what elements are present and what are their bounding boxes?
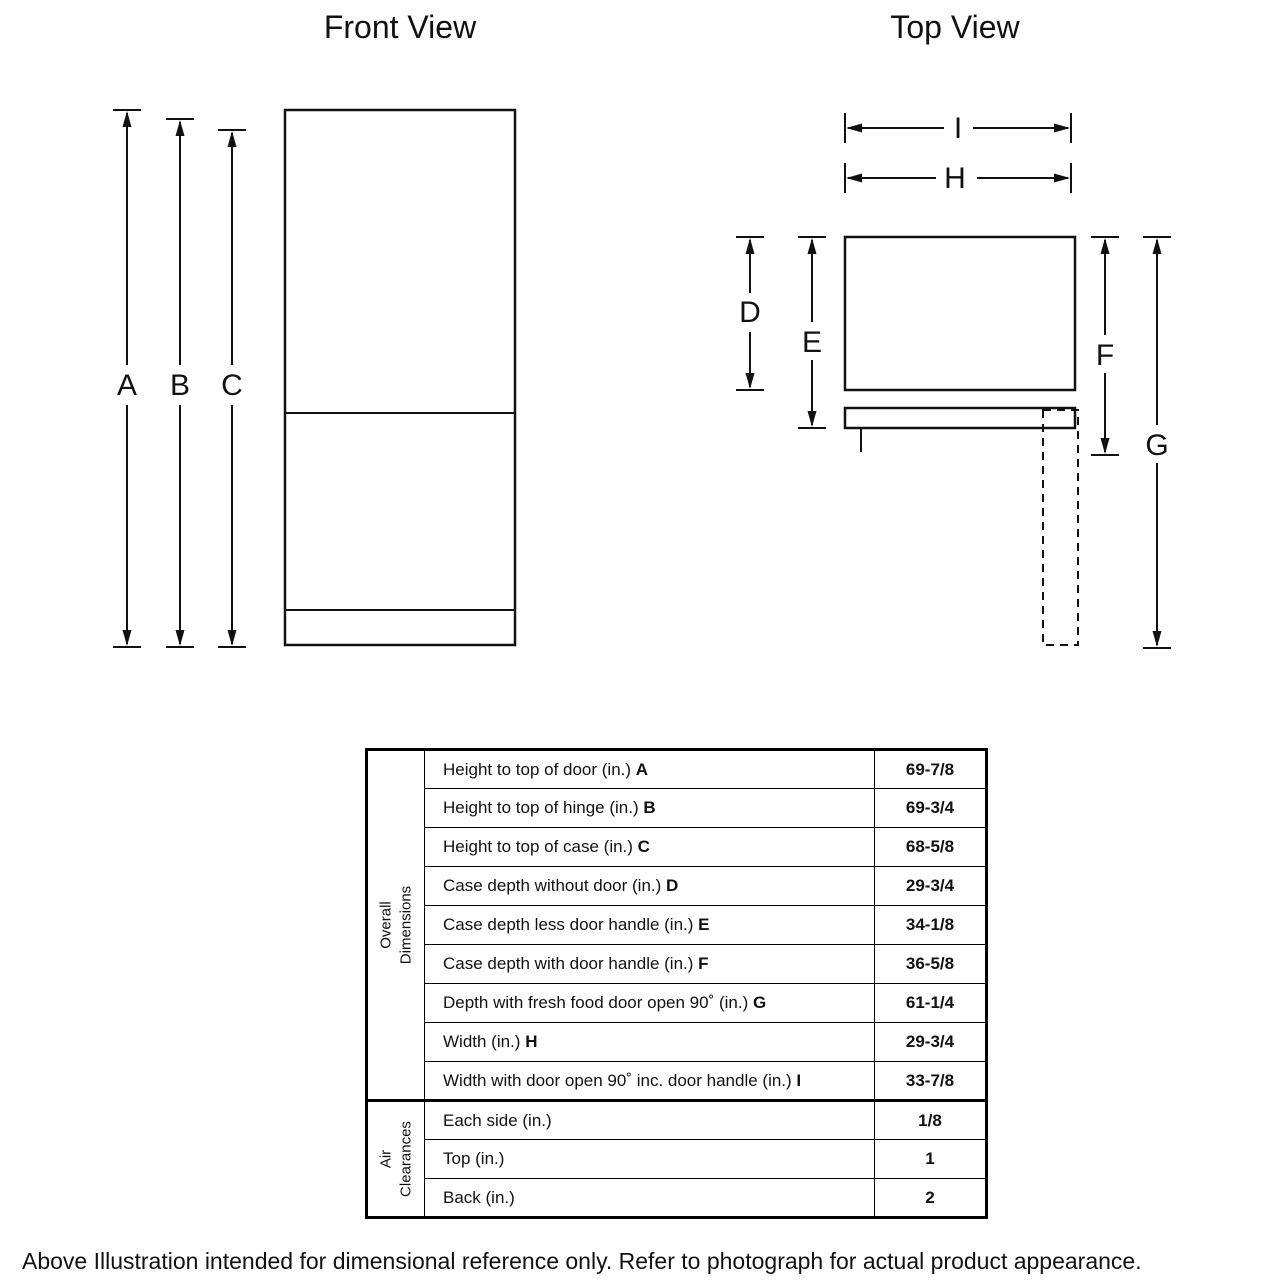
- dimension-label-c: C: [221, 369, 243, 402]
- spec-letter: F: [698, 954, 709, 973]
- table-row: Air Clearances Each side (in.) 1/8: [366, 1099, 987, 1218]
- spec-value: 1: [874, 1139, 987, 1179]
- spec-value: 2: [874, 1178, 987, 1218]
- spec-label: Width (in.) H: [424, 1022, 875, 1062]
- spec-letter: A: [635, 759, 649, 779]
- spec-value: 29-3/4: [874, 866, 987, 906]
- table-row: Case depth without door (in.) D 29-3/4: [367, 866, 987, 906]
- spec-value: 1/8: [874, 1099, 987, 1140]
- table-row: Case depth less door handle (in.) E 34-1…: [367, 905, 987, 945]
- top-view: I H D: [736, 112, 1171, 649]
- spec-label: Case depth without door (in.) D: [424, 866, 875, 906]
- spec-letter: H: [525, 1032, 538, 1051]
- spec-label: Depth with fresh food door open 90˚ (in.…: [424, 983, 875, 1023]
- spec-value: 69-7/8: [874, 749, 987, 789]
- top-view-title: Top View: [890, 9, 1020, 45]
- spec-label-text: Height to top of case (in.): [443, 837, 638, 856]
- dimension-diagram: Front View Top View A: [113, 9, 1171, 649]
- air-clearances-group: Air Clearances Each side (in.) 1/8 Top (…: [366, 1099, 987, 1218]
- spec-label: Back (in.): [424, 1178, 875, 1218]
- spec-label: Case depth less door handle (in.) E: [424, 905, 875, 945]
- spec-label: Height to top of door (in.) A: [424, 749, 875, 789]
- spec-label: Width with door open 90˚ inc. door handl…: [424, 1061, 875, 1101]
- spec-label-text: Case depth less door handle (in.): [443, 915, 699, 934]
- spec-letter: C: [637, 837, 650, 856]
- spec-label: Height to top of case (in.) C: [424, 827, 875, 867]
- dimension-b: B: [166, 118, 194, 648]
- spec-letter: B: [643, 798, 656, 817]
- dimension-c: C: [218, 129, 246, 648]
- dimension-label-a: A: [117, 369, 137, 402]
- footer-note: Above Illustration intended for dimensio…: [22, 1248, 1142, 1274]
- spec-letter: I: [796, 1070, 802, 1090]
- group-label-text: Air Clearances: [377, 1121, 415, 1197]
- dimension-label-d: D: [739, 296, 761, 329]
- table-row: Case depth with door handle (in.) F 36-5…: [367, 944, 987, 984]
- dimension-label-i: I: [954, 112, 962, 145]
- dimension-g: G: [1143, 236, 1171, 649]
- spec-label-text: Depth with fresh food door open 90˚ (in.…: [443, 993, 753, 1012]
- case-top-outline: [843, 235, 1077, 392]
- dimension-i: I: [844, 112, 1072, 145]
- group-label-air-clearances: Air Clearances: [366, 1099, 425, 1218]
- table-row: Width with door open 90˚ inc. door handl…: [367, 1061, 987, 1101]
- table-row: Depth with fresh food door open 90˚ (in.…: [367, 983, 987, 1023]
- dimension-label-e: E: [802, 326, 822, 359]
- dimension-label-h: H: [944, 162, 966, 195]
- spec-label-text: Height to top of door (in.): [443, 759, 636, 779]
- table-row: Back (in.) 2: [367, 1178, 987, 1218]
- table-row: Width (in.) H 29-3/4: [367, 1022, 987, 1062]
- spec-label-text: Case depth without door (in.): [443, 876, 667, 895]
- spec-label-text: Width (in.): [443, 1032, 526, 1051]
- table-row: Height to top of case (in.) C 68-5/8: [367, 827, 987, 867]
- spec-letter: E: [698, 915, 710, 934]
- table-row: Top (in.) 1: [367, 1139, 987, 1179]
- table-row: Overall Dimensions Height to top of door…: [366, 749, 987, 1101]
- spec-label-text: Case depth with door handle (in.): [443, 954, 699, 973]
- spec-label-text: Back (in.): [443, 1187, 515, 1207]
- spec-table: Overall Dimensions Height to top of door…: [365, 748, 988, 1219]
- table-row: Height to top of hinge (in.) B 69-3/4: [367, 788, 987, 828]
- spec-letter: D: [666, 876, 679, 895]
- spec-label-text: Top (in.): [443, 1149, 505, 1168]
- fridge-front-outline: [283, 108, 517, 647]
- dimension-f: F: [1091, 236, 1119, 456]
- spec-letter: G: [752, 993, 767, 1012]
- overall-dimensions-group: Overall Dimensions Height to top of door…: [366, 749, 987, 1101]
- front-view-title: Front View: [324, 9, 477, 45]
- dimension-label-f: F: [1096, 339, 1114, 372]
- door-top-outline: [843, 406, 1077, 430]
- dimension-e: E: [798, 236, 826, 429]
- dimension-a: A: [113, 109, 141, 648]
- spec-value: 68-5/8: [874, 827, 987, 867]
- spec-value: 29-3/4: [874, 1022, 987, 1062]
- door-open-dashed-outline: [1042, 409, 1079, 646]
- spec-label: Top (in.): [424, 1139, 875, 1179]
- group-label-overall-dimensions: Overall Dimensions: [366, 749, 425, 1101]
- spec-label-text: Height to top of hinge (in.): [443, 798, 644, 817]
- dimension-d: D: [736, 236, 764, 391]
- spec-value: 69-3/4: [874, 788, 987, 828]
- dimension-label-g: G: [1145, 429, 1168, 462]
- spec-label: Case depth with door handle (in.) F: [424, 944, 875, 984]
- spec-label-text: Width with door open 90˚ inc. door handl…: [443, 1070, 797, 1090]
- spec-value: 61-1/4: [874, 983, 987, 1023]
- spec-value: 34-1/8: [874, 905, 987, 945]
- dimension-h: H: [844, 162, 1072, 195]
- spec-value: 36-5/8: [874, 944, 987, 984]
- spec-label: Each side (in.): [424, 1099, 875, 1140]
- spec-value: 33-7/8: [874, 1061, 987, 1101]
- front-view: A B C: [113, 108, 517, 648]
- dimension-label-b: B: [170, 369, 190, 402]
- spec-label-text: Each side (in.): [443, 1110, 552, 1130]
- group-label-text: Overall Dimensions: [377, 885, 415, 965]
- spec-label: Height to top of hinge (in.) B: [424, 788, 875, 828]
